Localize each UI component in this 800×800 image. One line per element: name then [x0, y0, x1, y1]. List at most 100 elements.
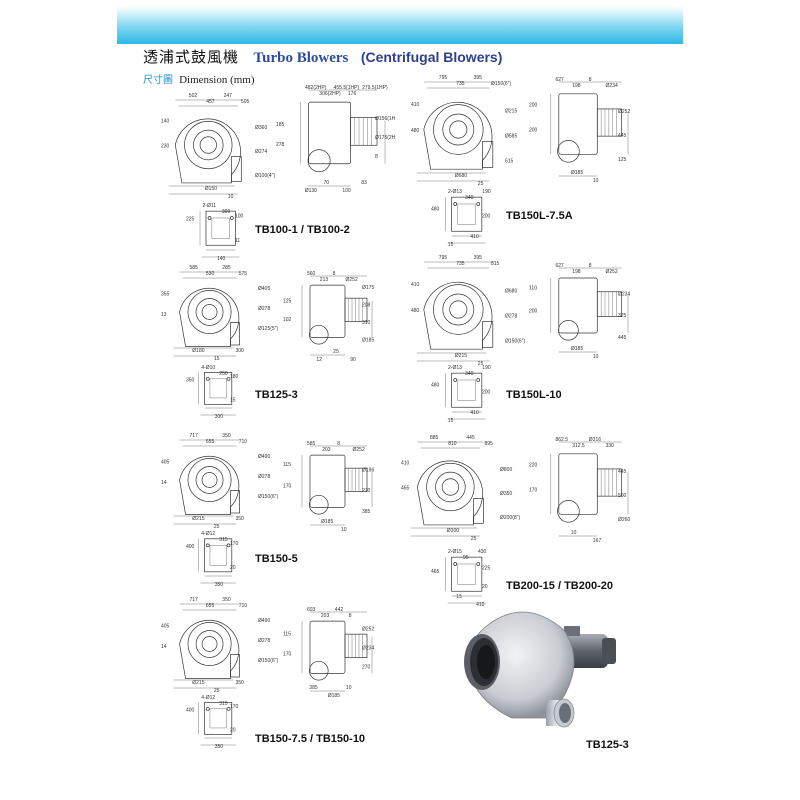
dimension-label: 795 [439, 75, 448, 81]
dimension-label: 8 [589, 263, 592, 269]
dimension-label: 25 [478, 361, 484, 367]
dimension-label: 410 [470, 234, 479, 240]
dimension-label: Ø278 [258, 306, 270, 312]
dimension-label: 15 [230, 397, 236, 403]
dimension-label: Ø234 [362, 646, 374, 652]
dimension-label: 167 [593, 538, 602, 544]
front-view-svg: 717655350710Ø490Ø278Ø150(6")Ø21525350405… [161, 433, 278, 530]
dimension-label: Ø185 [571, 346, 583, 352]
dimension-label: 340 [465, 371, 474, 377]
dimension-label: 410 [411, 282, 420, 288]
dimension-label: 20 [482, 584, 488, 590]
dimension-label: 190 [482, 189, 491, 195]
dimension-label: Ø252 [362, 627, 374, 633]
dimension-label: 735 [456, 261, 465, 267]
dimension-label: 170 [230, 704, 239, 710]
dimension-label: 4-Ø10 [201, 365, 215, 371]
dimension-label: 270 [362, 665, 371, 671]
dimension-label: Ø300 [447, 528, 459, 534]
dimension-label: 250 [219, 371, 228, 377]
dimension-label: 185 [276, 122, 285, 128]
dimension-label: Ø150(6") [258, 658, 278, 664]
dimension-label: 200 [529, 103, 538, 109]
title-english-subtitle: (Centrifugal Blowers) [360, 49, 503, 65]
dimension-label: 279.5(1HP) [362, 85, 388, 91]
dimension-label: Ø215 [505, 109, 517, 115]
dimension-label: Ø215 [192, 680, 204, 686]
dimension-label: 445 [618, 335, 627, 341]
dimension-label: 410 [470, 410, 479, 416]
blower-illustration [464, 611, 616, 728]
dimension-label: 717 [190, 433, 199, 439]
title-english: Turbo Blowers [253, 50, 349, 66]
dimension-label: 203 [322, 447, 331, 453]
dimension-label: 176 [348, 91, 357, 97]
dimension-label: 885 [430, 435, 439, 441]
dimension-label: 603 [307, 607, 316, 613]
dimension-label: 395 [474, 255, 483, 261]
dimension-label: 530 [206, 271, 215, 277]
dimension-label: Ø260 [618, 517, 630, 523]
dimension-label: 200 [529, 308, 538, 314]
dimension-label: Ø180 [192, 348, 204, 354]
dimension-label: Ø150 [205, 186, 217, 192]
dimension-label: 20 [230, 565, 236, 571]
dimension-label: 208 [362, 302, 371, 308]
dimension-label: Ø252 [618, 109, 630, 115]
dimension-label: 717 [190, 597, 199, 603]
dimension-label: Ø490 [258, 454, 270, 460]
dimension-label: 11 [235, 238, 240, 244]
dimension-label: 465 [431, 569, 440, 575]
dimension-label: 410 [411, 102, 420, 108]
dimension-label: 815 [491, 261, 500, 267]
dimension-label: 300 [222, 209, 231, 215]
dimension-label: 315 [219, 537, 228, 543]
dimension-label: Ø350 [500, 491, 512, 497]
dimension-label: 15 [214, 356, 220, 362]
dimension-label: 350 [186, 377, 195, 383]
dimension-label: 442 [335, 607, 344, 613]
dimension-label: 25 [333, 349, 339, 355]
dimension-label: 350 [222, 597, 231, 603]
dimension-label: 278 [276, 142, 285, 148]
side-view-svg: 482(2HP)306(2HP)455.5(1HP)176279.5(1HP)Ø… [276, 85, 395, 194]
dimension-label: 862.5 [556, 437, 569, 443]
dimension-label: 8 [375, 154, 378, 160]
dimension-label: 170 [230, 541, 239, 547]
dimension-label: 285 [222, 265, 231, 271]
dimension-label: Ø185 [328, 693, 340, 699]
dimension-label: Ø278 [505, 314, 517, 320]
dimension-label: 480 [411, 308, 420, 314]
photo-caption: TB125-3 [586, 739, 629, 751]
dimension-label: 306(2HP) [319, 91, 341, 97]
dimension-label: 200 [529, 128, 538, 134]
dimension-label: 25 [214, 524, 220, 530]
dimension-label: 10 [593, 354, 599, 360]
dimension-label: 895 [485, 441, 494, 447]
dimension-label: 310 [362, 320, 371, 326]
dimension-label: Ø185 [362, 337, 374, 343]
dimension-label: 198 [572, 269, 581, 275]
dimension-label: 25 [478, 181, 484, 187]
title-chinese: 透浦式鼓風機 [143, 48, 240, 66]
dimension-label: 14 [161, 480, 167, 486]
dimension-label: 385 [309, 685, 318, 691]
dimension-label: 300 [215, 414, 224, 420]
dimension-label: Ø150(6") [491, 81, 511, 87]
dimension-label: Ø234 [618, 291, 630, 297]
dimension-label: Ø100(4") [255, 173, 275, 179]
